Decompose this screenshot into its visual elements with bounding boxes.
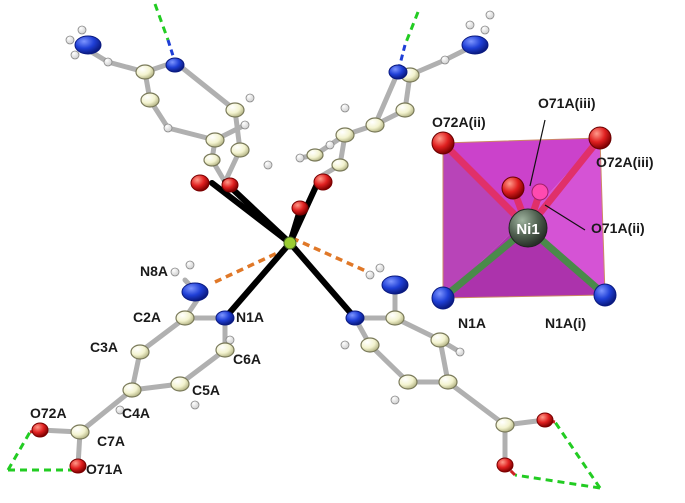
- polyhedron-nitrogen-atoms: [431, 283, 617, 310]
- coordination-polyhedron: Ni1 O72A(ii) O71A(iii) O72A(iii) O71A(ii…: [431, 95, 654, 331]
- molecule-packing: N8A C2A N1A C3A C6A C5A C4A O72A C7A O71…: [6, 3, 602, 490]
- coordination-bonds: [209, 179, 358, 321]
- label-o72a-ii: O72A(ii): [432, 114, 486, 130]
- label-c3a: C3A: [90, 339, 118, 355]
- nickel-center: [283, 236, 297, 250]
- label-polyhedron-n1a: N1A: [458, 315, 486, 331]
- label-c5a: C5A: [192, 382, 220, 398]
- octahedron-face-bottom: [443, 225, 605, 298]
- label-o71a-iii: O71A(iii): [538, 95, 596, 111]
- label-c6a: C6A: [233, 351, 261, 367]
- carbon-atoms: [70, 64, 515, 440]
- polyhedron-labels: O72A(ii) O71A(iii) O72A(iii) O71A(ii) N1…: [432, 95, 654, 331]
- label-c2a: C2A: [133, 309, 161, 325]
- nickel-atom: [508, 208, 548, 248]
- label-polyhedron-n1a-i: N1A(i): [545, 315, 586, 331]
- nitrogen-atoms: [74, 35, 489, 326]
- label-c7a: C7A: [97, 433, 125, 449]
- label-o72a-iii: O72A(iii): [596, 154, 654, 170]
- label-n8a: N8A: [140, 263, 168, 279]
- green-contacts: [6, 3, 602, 490]
- polyhedron-oxygen-atoms: [431, 126, 612, 200]
- oxygen-atoms: [31, 173, 554, 474]
- label-n1a: N1A: [236, 309, 264, 325]
- hydrogen-atoms: [65, 10, 495, 415]
- label-c4a: C4A: [122, 405, 150, 421]
- label-ni1: Ni1: [516, 221, 539, 238]
- label-o71a: O71A: [86, 461, 123, 477]
- label-o71a-ii: O71A(ii): [591, 220, 645, 236]
- label-pointers: [529, 119, 586, 231]
- blue-contacts: [166, 39, 407, 73]
- polyhedron-oxygen-back: [531, 183, 549, 201]
- octahedron-face-left: [443, 143, 520, 298]
- label-o72a: O72A: [30, 405, 67, 421]
- orange-hbonds: [214, 236, 369, 284]
- atom-labels: N8A C2A N1A C3A C6A C5A C4A O72A C7A O71…: [30, 263, 264, 477]
